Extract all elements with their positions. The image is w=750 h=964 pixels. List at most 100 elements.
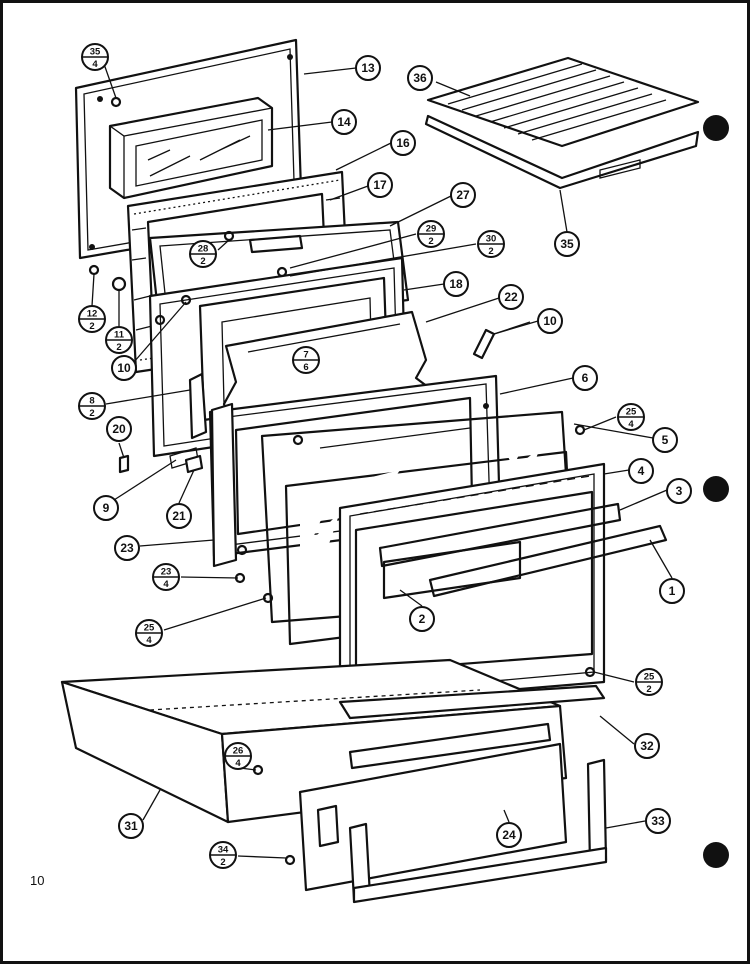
callout-label: 24 (502, 828, 516, 842)
callout-label: 4 (638, 464, 645, 478)
fraction-numerator: 26 (233, 746, 244, 757)
fraction-denominator: 4 (146, 635, 152, 646)
callout-10: 10 (537, 308, 563, 334)
leader-lines (91, 63, 673, 859)
callout-5: 5 (652, 427, 678, 453)
page-number: 10 (30, 873, 45, 888)
part-36-broiler-rack (426, 56, 700, 148)
fraction-numerator: 25 (626, 407, 637, 418)
callout-33: 33 (645, 808, 671, 834)
callout-20: 20 (106, 416, 132, 442)
callout-label: 1 (669, 584, 676, 598)
callout-35: 35 (554, 231, 580, 257)
callout-label: 27 (456, 188, 470, 202)
fraction-denominator: 4 (628, 419, 634, 430)
fraction-numerator: 23 (161, 567, 172, 578)
fraction-denominator: 2 (488, 246, 493, 257)
callout-label: 20 (112, 422, 126, 436)
callout-17: 17 (367, 172, 393, 198)
fraction-callout-8-2: 82 (78, 392, 106, 420)
callout-label: 13 (361, 61, 375, 75)
callout-9: 9 (93, 495, 119, 521)
fraction-denominator: 2 (428, 236, 433, 247)
callout-label: 22 (504, 290, 518, 304)
callout-16: 16 (390, 130, 416, 156)
fraction-numerator: 34 (218, 845, 229, 856)
fraction-callout-23-4: 234 (152, 563, 180, 591)
callout-1: 1 (659, 578, 685, 604)
binder-hole-bottom (703, 842, 729, 868)
fraction-denominator: 4 (92, 59, 98, 70)
callout-label: 2 (419, 612, 426, 626)
callout-24: 24 (496, 822, 522, 848)
fraction-denominator: 2 (116, 342, 121, 353)
binder-hole-middle (703, 476, 729, 502)
part-33-lower-trim (348, 758, 608, 904)
callout-22: 22 (498, 284, 524, 310)
fraction-numerator: 29 (426, 224, 437, 235)
fraction-numerator: 25 (644, 672, 655, 683)
fraction-callout-25-4: 254 (135, 619, 163, 647)
callout-label: 5 (662, 433, 669, 447)
fraction-denominator: 2 (200, 256, 205, 267)
callout-13: 13 (355, 55, 381, 81)
callout-21: 21 (166, 503, 192, 529)
callout-10: 10 (111, 355, 137, 381)
part-32-trim-strip (338, 684, 606, 720)
callout-2: 2 (409, 606, 435, 632)
callout-label: 33 (651, 814, 665, 828)
callout-label: 10 (117, 361, 131, 375)
fraction-callout-28-2: 282 (189, 240, 217, 268)
fraction-denominator: 6 (303, 362, 308, 373)
fraction-callout-29-2: 292 (417, 220, 445, 248)
fraction-numerator: 30 (486, 234, 497, 245)
fraction-numerator: 8 (89, 396, 94, 407)
fraction-numerator: 11 (114, 330, 125, 341)
callout-label: 36 (413, 71, 427, 85)
fraction-callout-7-6: 76 (292, 346, 320, 374)
fraction-callout-25-4: 254 (617, 403, 645, 431)
fraction-callout-30-2: 302 (477, 230, 505, 258)
fraction-callout-26-4: 264 (224, 742, 252, 770)
fraction-numerator: 35 (90, 47, 101, 58)
fraction-callout-12-2: 122 (78, 305, 106, 333)
callout-label: 16 (396, 136, 410, 150)
callout-label: 32 (640, 739, 654, 753)
callout-label: 17 (373, 178, 387, 192)
fraction-numerator: 28 (198, 244, 209, 255)
callout-3: 3 (666, 478, 692, 504)
fraction-denominator: 4 (235, 758, 241, 769)
callout-label: 23 (120, 541, 134, 555)
callout-23: 23 (114, 535, 140, 561)
callout-label: 6 (582, 371, 589, 385)
fraction-callout-35-4: 354 (81, 43, 109, 71)
fraction-denominator: 4 (163, 579, 169, 590)
callout-6: 6 (572, 365, 598, 391)
part-35-broiler-pan (424, 114, 700, 190)
callout-4: 4 (628, 458, 654, 484)
fraction-numerator: 25 (144, 623, 155, 634)
callout-label: 3 (676, 484, 683, 498)
part-3-handle-strip (378, 502, 622, 568)
part-23-side-bracket (169, 402, 238, 568)
callout-label: 35 (560, 237, 574, 251)
fraction-numerator: 12 (87, 309, 98, 320)
part-1-handle (428, 524, 668, 598)
callout-32: 32 (634, 733, 660, 759)
fraction-callout-34-2: 342 (209, 841, 237, 869)
callout-layer: 1314161727363518221010654312209212332312… (93, 55, 692, 848)
binder-hole-top (703, 115, 729, 141)
fraction-numerator: 7 (303, 350, 308, 361)
callout-label: 21 (172, 509, 186, 523)
fraction-denominator: 2 (646, 684, 651, 695)
callout-36: 36 (407, 65, 433, 91)
fraction-callout-11-2: 112 (105, 326, 133, 354)
callout-label: 18 (449, 277, 463, 291)
part-4-outer-door (338, 462, 606, 706)
fraction-denominator: 2 (89, 408, 94, 419)
callout-27: 27 (450, 182, 476, 208)
callout-label: 9 (103, 501, 110, 515)
